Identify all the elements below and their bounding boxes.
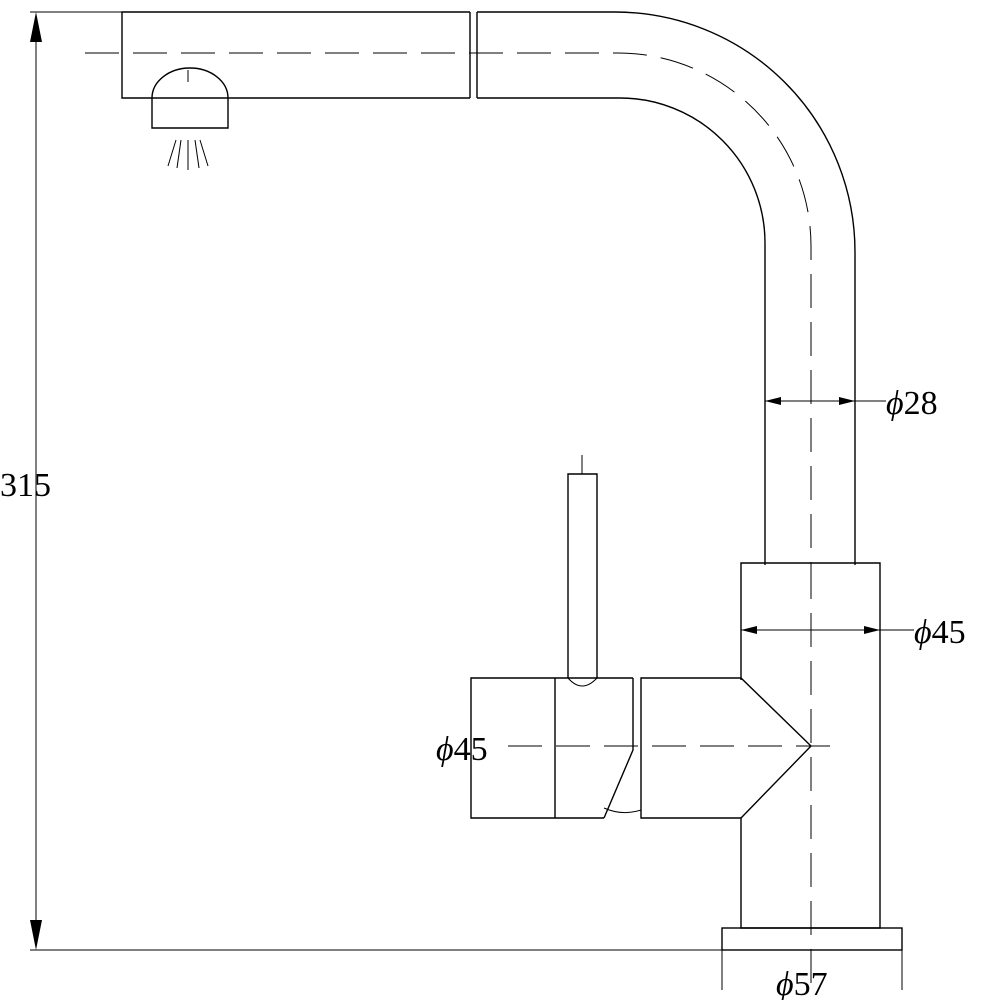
body-diameter-dimension: ϕ45 [741,614,966,651]
height-label: 315 [0,467,51,504]
spray-lines [167,139,209,170]
handle-diameter-label: ϕ45 [436,731,488,768]
spout-diameter-dimension: ϕ28 [765,385,938,422]
height-dimension: 315 [0,11,722,951]
lever-handle: ϕ45 [436,455,836,819]
body-diameter-label: ϕ45 [914,614,966,651]
faucet-body [740,562,881,990]
height-arrow-top [30,12,42,42]
spout-diameter-label: ϕ28 [886,385,938,422]
faucet-base: ϕ57 [721,927,903,1000]
height-arrow-bottom [30,920,42,950]
spout-tube [85,11,856,565]
spray-head [121,11,478,170]
base-diameter-label: ϕ57 [776,966,828,1000]
